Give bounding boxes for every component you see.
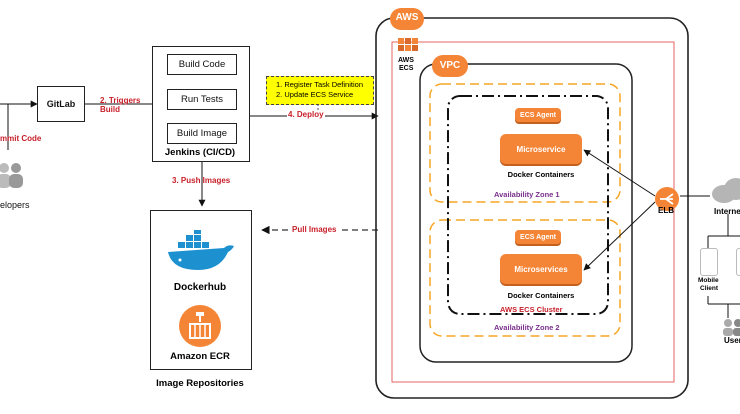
ecs-cluster-frame	[447, 95, 609, 315]
microservice-2: Microservices	[500, 254, 582, 284]
docker-whale-icon	[168, 230, 234, 270]
vpc-frame	[419, 63, 633, 363]
users-icon	[723, 319, 740, 336]
elb-icon	[655, 187, 679, 211]
edge-elb-svc1	[583, 149, 656, 197]
mobile-client-icon	[700, 248, 718, 276]
docker-containers-1: Docker Containers	[507, 170, 575, 179]
task-definition-note: 1. Register Task Definition 2. Update EC…	[266, 76, 374, 105]
availability-zone-1-label: Availability Zone 1	[494, 190, 560, 199]
push-images-label: 3. Push Images	[172, 176, 231, 185]
build-image-step: Build Image	[167, 123, 237, 144]
note-line-1: 1. Register Task Definition	[276, 80, 363, 89]
availability-zone-2-label: Availability Zone 2	[494, 323, 560, 332]
desktop-client-icon	[736, 248, 740, 276]
deploy-label: 4. Deploy	[287, 110, 325, 119]
internet-cloud-icon	[712, 178, 740, 203]
commit-code-label: mmit Code	[0, 134, 42, 143]
gitlab-box: GitLab	[37, 86, 85, 122]
developers-icon	[0, 163, 23, 188]
vpc-cloud-icon	[432, 55, 468, 77]
aws-ecs-label-1: AWS	[398, 57, 414, 64]
pull-images-label: Pull Images	[290, 225, 339, 234]
vpc-label: VPC	[439, 60, 461, 71]
aws-cloud-icon	[390, 8, 424, 30]
microservice-1: Microservice	[500, 134, 582, 164]
mobile-label-2: Client	[700, 285, 719, 292]
aws-region-frame	[391, 41, 675, 383]
aws-cloud-frame	[375, 17, 689, 399]
triggers-label-1: 2. Triggers	[100, 96, 141, 105]
internet-label: Interne	[714, 207, 740, 216]
edge-elb-svc2	[583, 201, 656, 271]
run-tests-step: Run Tests	[167, 89, 237, 110]
jenkins-title: Jenkins (CI/CD)	[164, 147, 236, 158]
ecs-agent-1: ECS Agent	[515, 108, 561, 122]
aws-badge-label: AWS	[395, 12, 419, 23]
build-code-step: Build Code	[167, 54, 237, 75]
repositories-title: Image Repositories	[156, 378, 244, 389]
docker-containers-2: Docker Containers	[507, 291, 575, 300]
aws-ecs-icon	[398, 38, 418, 51]
amazon-ecr-label: Amazon ECR	[170, 351, 230, 362]
note-line-2: 2. Update ECS Service	[276, 90, 354, 99]
edge-commit	[7, 100, 38, 150]
amazon-ecr-icon	[179, 305, 221, 347]
zone2-frame	[429, 219, 621, 337]
ecs-agent-2: ECS Agent	[515, 230, 561, 244]
triggers-label-2: Build	[100, 105, 120, 114]
developers-label: elopers	[0, 200, 30, 210]
zone1-frame	[429, 83, 621, 203]
aws-ecs-label-2: ECS	[399, 65, 414, 72]
users-label: User	[724, 336, 740, 345]
ecs-cluster-label: AWS ECS Cluster	[500, 305, 563, 314]
elb-label: ELB	[658, 206, 674, 215]
mobile-label-1: Mobile	[698, 277, 719, 284]
dockerhub-label: Dockerhub	[173, 282, 227, 293]
